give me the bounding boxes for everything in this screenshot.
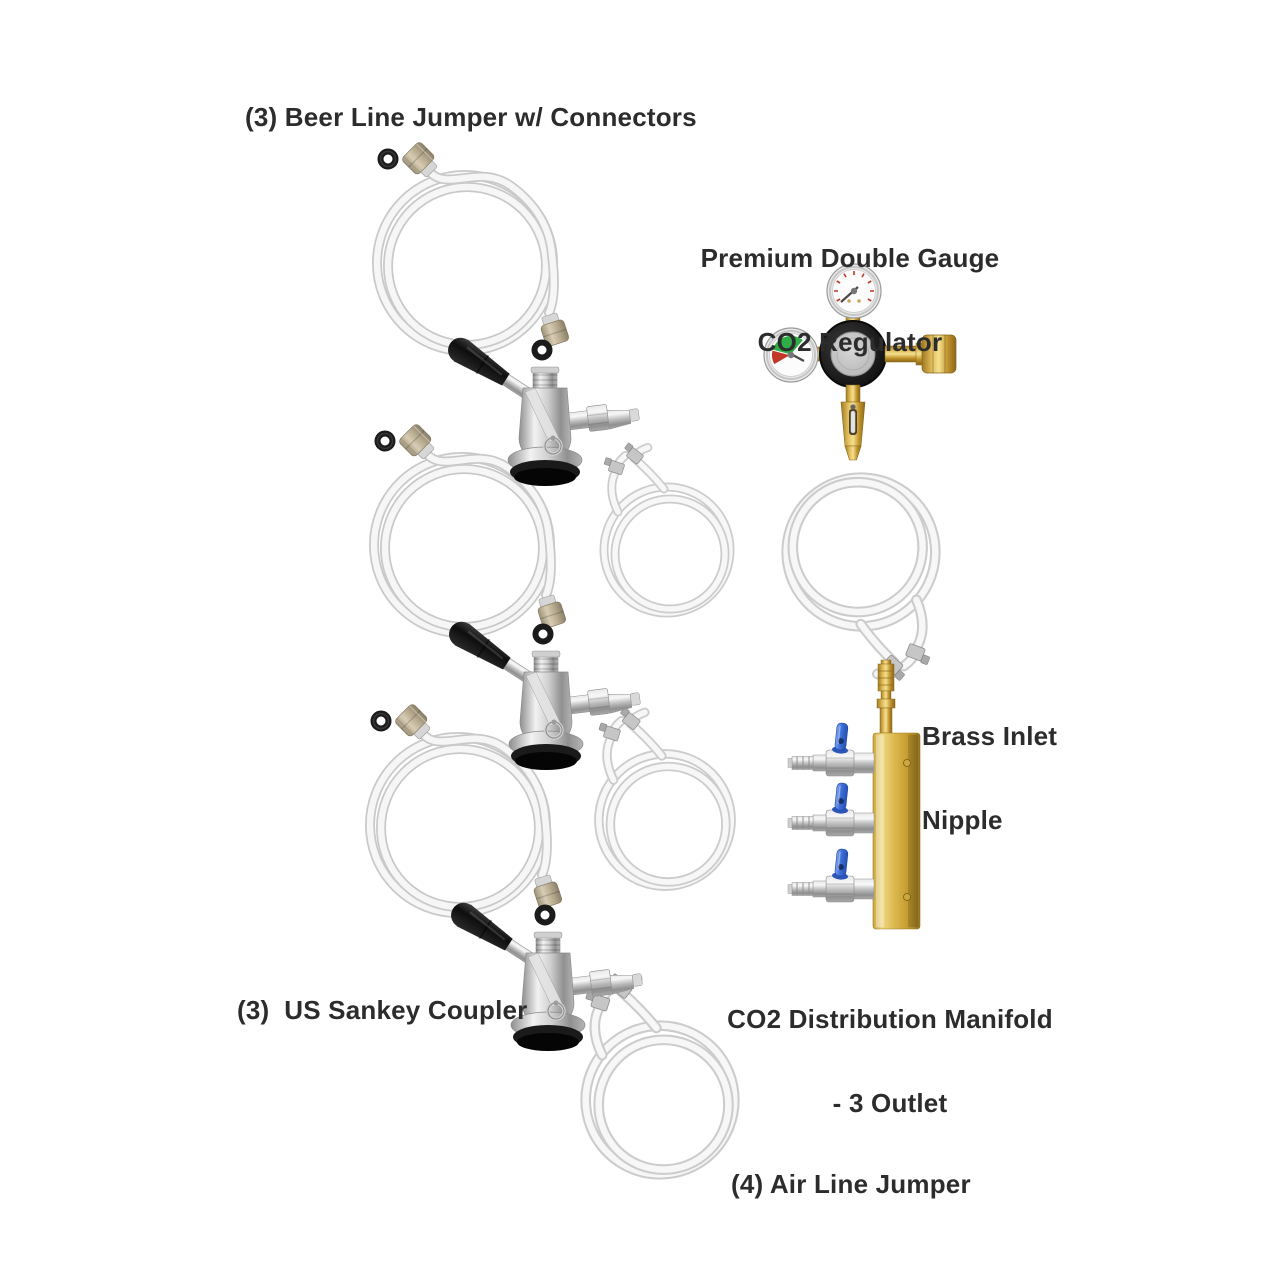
brass-inlet-nipple-label: Brass Inlet Nipple [922,721,1058,835]
manifold-screw [903,893,911,901]
air-line-jumper-illustration-1 [602,436,730,613]
gauge-red-zone [771,350,791,365]
sankey-coupler-illustration-3 [446,898,643,1051]
co2-manifold-illustration [787,659,921,930]
air-line-jumper-illustration-3 [597,701,731,886]
air-line-jumper-illustration-2 [780,474,941,690]
air-line-jumper-label: (4) Air Line Jumper [731,1169,971,1199]
regulator-pressure-gauge [826,263,882,319]
sankey-coupler-label: (3) US Sankey Coupler [237,995,528,1025]
beer-line-jumper-label: (3) Beer Line Jumper w/ Connectors [245,102,697,132]
regulator-tank-nut [921,334,957,374]
gauge-green-zone [772,335,804,355]
beer-line-jumper-illustration-1 [377,141,570,351]
manifold-screw [903,759,911,767]
brass-inlet-nipple-illustration [876,659,896,734]
co2-regulator-illustration [763,263,957,461]
manifold-label: CO2 Distribution Manifold - 3 Outlet [727,1004,1053,1118]
regulator-tank-gauge [763,327,819,383]
regulator-label: Premium Double Gauge CO2 Regulator [700,243,1000,357]
regulator-shutoff-valve [840,401,866,461]
